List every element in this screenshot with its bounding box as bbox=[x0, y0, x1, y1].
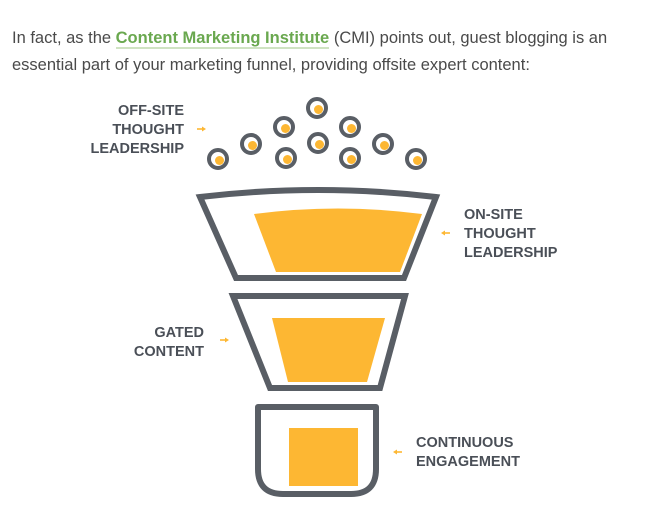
label-offsite-line3: LEADERSHIP bbox=[91, 141, 185, 157]
arrow-right-icon bbox=[197, 126, 206, 132]
content-ball bbox=[275, 147, 297, 169]
content-ball bbox=[339, 147, 361, 169]
funnel-stage-top bbox=[195, 187, 441, 281]
funnel-stage-middle-fill bbox=[272, 318, 385, 382]
label-offsite-line1: OFF-SITE bbox=[118, 103, 184, 119]
content-ball bbox=[240, 133, 262, 155]
content-balls bbox=[207, 97, 427, 170]
content-ball bbox=[207, 148, 229, 170]
label-onsite-line1: ON-SITE bbox=[464, 207, 523, 223]
label-offsite-line2: THOUGHT bbox=[112, 122, 184, 138]
label-onsite-thought-leadership: ON-SITE THOUGHT LEADERSHIP bbox=[441, 207, 558, 261]
arrow-left-icon bbox=[441, 230, 450, 236]
content-ball bbox=[307, 132, 329, 154]
intro-text-before: In fact, as the bbox=[12, 28, 116, 47]
label-continuous-line2: ENGAGEMENT bbox=[416, 454, 520, 470]
content-ball bbox=[273, 116, 295, 138]
funnel-stage-top-outline bbox=[195, 187, 441, 281]
funnel-stage-middle-outline bbox=[228, 293, 409, 391]
label-gated-content: GATED CONTENT bbox=[134, 325, 229, 360]
label-onsite-line2: THOUGHT bbox=[464, 226, 536, 242]
funnel-stage-bottom-outline bbox=[255, 404, 379, 497]
label-gated-line2: CONTENT bbox=[134, 344, 204, 360]
label-onsite-line3: LEADERSHIP bbox=[464, 245, 558, 261]
arrow-right-icon bbox=[220, 337, 229, 343]
content-ball bbox=[339, 116, 361, 138]
funnel-stage-bottom bbox=[255, 404, 379, 497]
content-ball bbox=[372, 133, 394, 155]
arrow-left-icon bbox=[393, 449, 402, 455]
label-continuous-line1: CONTINUOUS bbox=[416, 435, 514, 451]
label-gated-line1: GATED bbox=[154, 325, 204, 341]
content-ball bbox=[306, 97, 328, 119]
label-continuous-engagement: CONTINUOUS ENGAGEMENT bbox=[393, 435, 520, 470]
funnel-stage-top-fill bbox=[254, 208, 422, 272]
intro-paragraph: In fact, as the Content Marketing Instit… bbox=[12, 25, 637, 79]
intro-text-after: (CMI) points out, guest blogging is an e… bbox=[12, 28, 608, 74]
content-ball bbox=[405, 148, 427, 170]
funnel-stage-middle bbox=[228, 293, 409, 391]
label-offsite-thought-leadership: OFF-SITE THOUGHT LEADERSHIP bbox=[91, 103, 206, 157]
cmi-link[interactable]: Content Marketing Institute bbox=[115, 28, 330, 49]
funnel-stage-bottom-fill bbox=[289, 428, 358, 486]
